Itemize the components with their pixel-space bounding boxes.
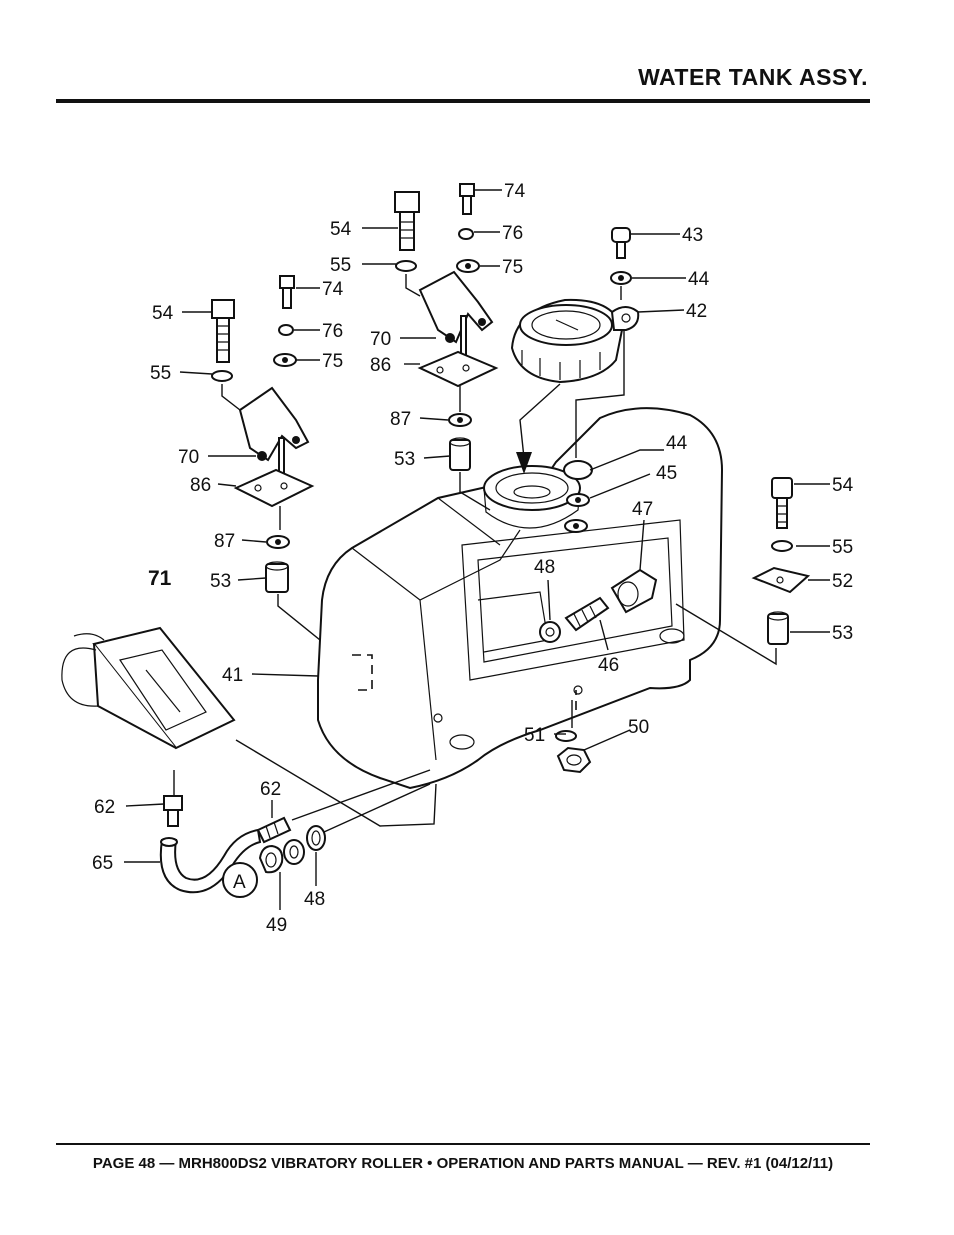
callout-45: 45 xyxy=(656,463,677,484)
callout-65: 65 xyxy=(92,853,113,874)
filler-cap xyxy=(510,298,640,384)
callout-44: 44 xyxy=(688,269,710,290)
callout-76: 76 xyxy=(322,321,343,342)
callout-62: 62 xyxy=(94,797,115,818)
center-bracket-assembly xyxy=(394,183,499,511)
callout-74: 74 xyxy=(504,181,526,202)
callout-52: 52 xyxy=(832,571,853,592)
leader-lines xyxy=(124,189,830,910)
callout-55: 55 xyxy=(150,363,171,384)
callout-A: A xyxy=(233,872,246,893)
callout-54: 54 xyxy=(330,219,352,240)
callout-48: 48 xyxy=(304,889,325,910)
right-fittings xyxy=(539,477,811,774)
callout-53: 53 xyxy=(832,623,853,644)
callout-70: 70 xyxy=(370,329,391,350)
callout-54: 54 xyxy=(832,475,854,496)
callout-43: 43 xyxy=(682,225,703,246)
footer-rule xyxy=(56,1143,870,1145)
cap-hardware xyxy=(516,227,632,533)
callout-75: 75 xyxy=(502,257,523,278)
page-title: WATER TANK ASSY. xyxy=(638,64,868,90)
callout-50: 50 xyxy=(628,717,649,738)
left-bracket-assembly xyxy=(211,275,321,641)
callout-46: 46 xyxy=(598,655,619,676)
callout-labels: 74 76 54 55 75 43 44 42 74 54 76 70 86 7… xyxy=(92,181,854,936)
callout-74: 74 xyxy=(322,279,344,300)
callout-76: 76 xyxy=(502,223,523,244)
callout-53: 53 xyxy=(394,449,415,470)
header-rule xyxy=(56,99,870,103)
callout-71: 71 xyxy=(148,567,172,590)
water-tank-body xyxy=(317,407,724,790)
page-footer: PAGE 48 — MRH800DS2 VIBRATORY ROLLER • O… xyxy=(92,1155,834,1172)
callout-41: 41 xyxy=(222,665,243,686)
callout-86: 86 xyxy=(190,475,211,496)
callout-42: 42 xyxy=(686,301,707,322)
callout-53: 53 xyxy=(210,571,231,592)
callout-75: 75 xyxy=(322,351,343,372)
callout-55: 55 xyxy=(330,255,351,276)
callout-47: 47 xyxy=(632,499,653,520)
callout-70: 70 xyxy=(178,447,199,468)
callout-48: 48 xyxy=(534,557,555,578)
hose-assembly xyxy=(159,769,431,898)
callout-44: 44 xyxy=(666,433,688,454)
callout-49: 49 xyxy=(266,915,287,936)
callout-87: 87 xyxy=(390,409,411,430)
callout-51: 51 xyxy=(524,725,545,746)
wheel-chock-block xyxy=(61,626,437,827)
callout-62: 62 xyxy=(260,779,281,800)
callout-86: 86 xyxy=(370,355,391,376)
callout-54: 54 xyxy=(152,303,174,324)
callout-87: 87 xyxy=(214,531,235,552)
callout-55: 55 xyxy=(832,537,853,558)
